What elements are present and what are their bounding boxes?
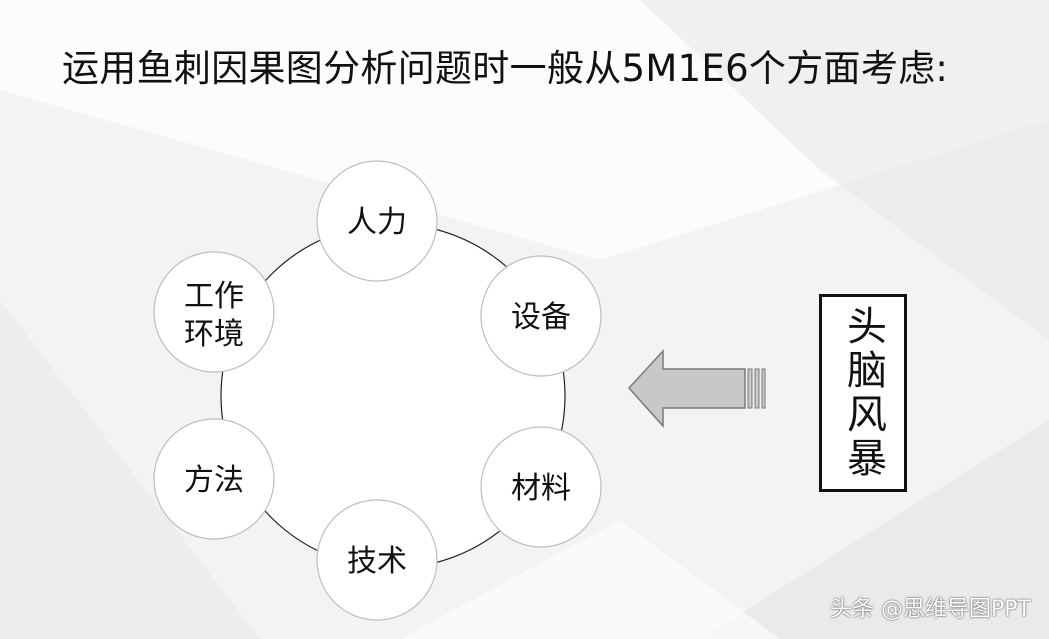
node-label: 材料 [511, 471, 571, 506]
node-shebei: 设备 [480, 255, 602, 377]
left-arrow-icon [627, 349, 766, 428]
node-label-line-1: 工作 [184, 279, 244, 314]
node-circle [480, 255, 602, 377]
node-circle [480, 426, 602, 548]
brainstorm-box: 头脑风暴 [819, 294, 907, 492]
node-circle [153, 418, 275, 540]
node-gongzuo-huanjing: 工作 环境 [153, 251, 275, 373]
node-label: 方法 [184, 463, 244, 498]
node-jishu: 技术 [316, 499, 438, 621]
node-circle [316, 160, 438, 282]
node-label-line-2: 环境 [184, 317, 244, 352]
node-renli: 人力 [316, 160, 438, 282]
node-circle [316, 499, 438, 621]
node-circle [153, 251, 275, 373]
watermark: 头条 @思维导图PPT [830, 597, 1031, 622]
page-title: 运用鱼刺因果图分析问题时一般从5M1E6个方面考虑: [62, 47, 949, 90]
brainstorm-label: 头脑风暴 [840, 305, 886, 481]
node-label: 设备 [511, 300, 571, 335]
node-cailiao: 材料 [480, 426, 602, 548]
node-fangfa: 方法 [153, 418, 275, 540]
node-label: 技术 [347, 544, 407, 579]
node-label: 人力 [347, 205, 407, 240]
